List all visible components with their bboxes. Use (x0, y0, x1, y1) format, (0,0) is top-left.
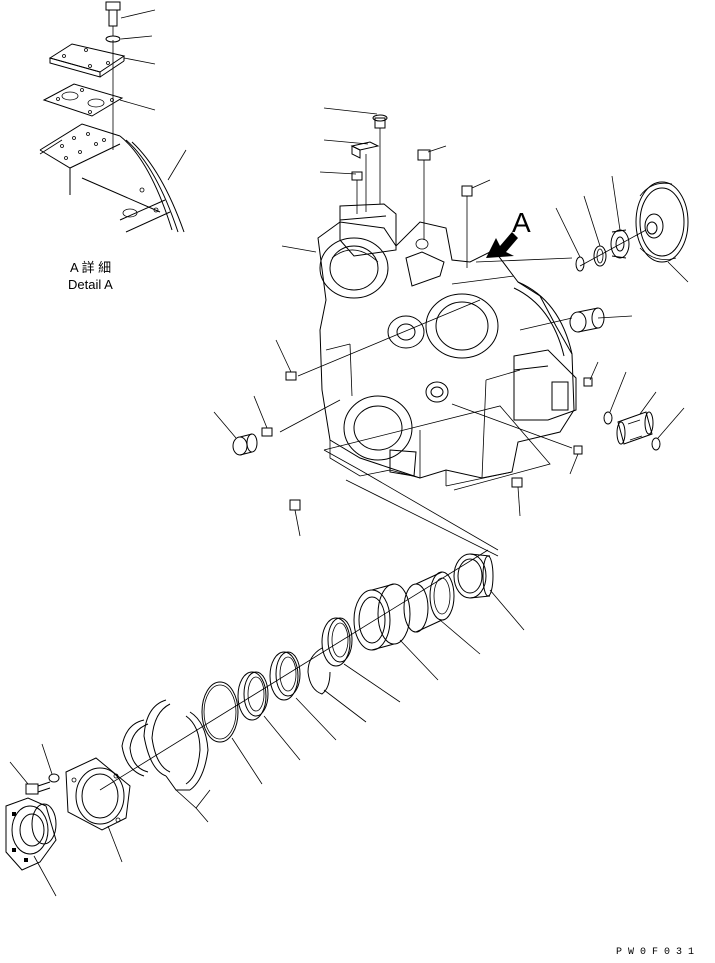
bolt-top-left (351, 171, 363, 214)
bearing-large (353, 583, 439, 681)
thrust-washer-halves (121, 699, 211, 823)
center-bore (425, 293, 499, 359)
detail-leaders (39, 9, 187, 181)
small-port (387, 315, 425, 349)
bushing (453, 553, 525, 631)
shaft-pin (616, 411, 654, 445)
view-arrow-a: A (486, 207, 531, 258)
snap-ring-small (575, 256, 585, 272)
detail-a-assembly: A 詳 細 Detail A (39, 1, 187, 292)
spacer-block (350, 141, 380, 212)
bolt-right-2 (573, 445, 583, 455)
gear-wheel (579, 181, 689, 267)
flange-washer (41, 743, 60, 783)
top-fasteners (281, 107, 491, 268)
exploded-parts-stack (5, 549, 525, 897)
left-fasteners (213, 339, 301, 537)
pin-bolt (372, 114, 388, 204)
right-components (511, 175, 689, 517)
detail-cover-plate (48, 43, 126, 78)
bolt-right-1 (583, 377, 593, 387)
detail-title-jp: A 詳 細 (70, 260, 111, 275)
shim-ring (237, 671, 301, 761)
sleeve (403, 571, 481, 655)
snap-ring (307, 647, 367, 723)
plug-left (213, 411, 258, 456)
o-ring-right (603, 411, 613, 425)
gear-housing (317, 203, 577, 487)
detail-gasket (42, 83, 124, 117)
o-ring-large (201, 681, 263, 785)
oil-seal (321, 617, 401, 703)
detail-housing (39, 123, 185, 233)
bolt-left-2 (253, 395, 273, 437)
flange-bolt (9, 761, 51, 795)
bolt-left-1 (275, 339, 297, 381)
detail-title-en: Detail A (68, 277, 113, 292)
view-label-a: A (512, 207, 531, 238)
o-ring-end (651, 437, 661, 451)
detail-bolt (105, 1, 121, 36)
bolt-bottom-left (289, 499, 301, 537)
bearing-cage (65, 757, 131, 863)
end-cover (5, 797, 57, 897)
bolt-top-right (461, 185, 473, 268)
plug-cap (569, 307, 605, 333)
spacer-ring (269, 651, 337, 741)
bolt-top-center (417, 149, 431, 240)
drawing-code: P W 0 F 0 3 1 (616, 947, 694, 958)
snap-ring-medium (593, 245, 607, 267)
assembly-guidelines (279, 257, 573, 557)
upper-bore (319, 237, 389, 299)
bolt-bottom-right (511, 477, 523, 488)
